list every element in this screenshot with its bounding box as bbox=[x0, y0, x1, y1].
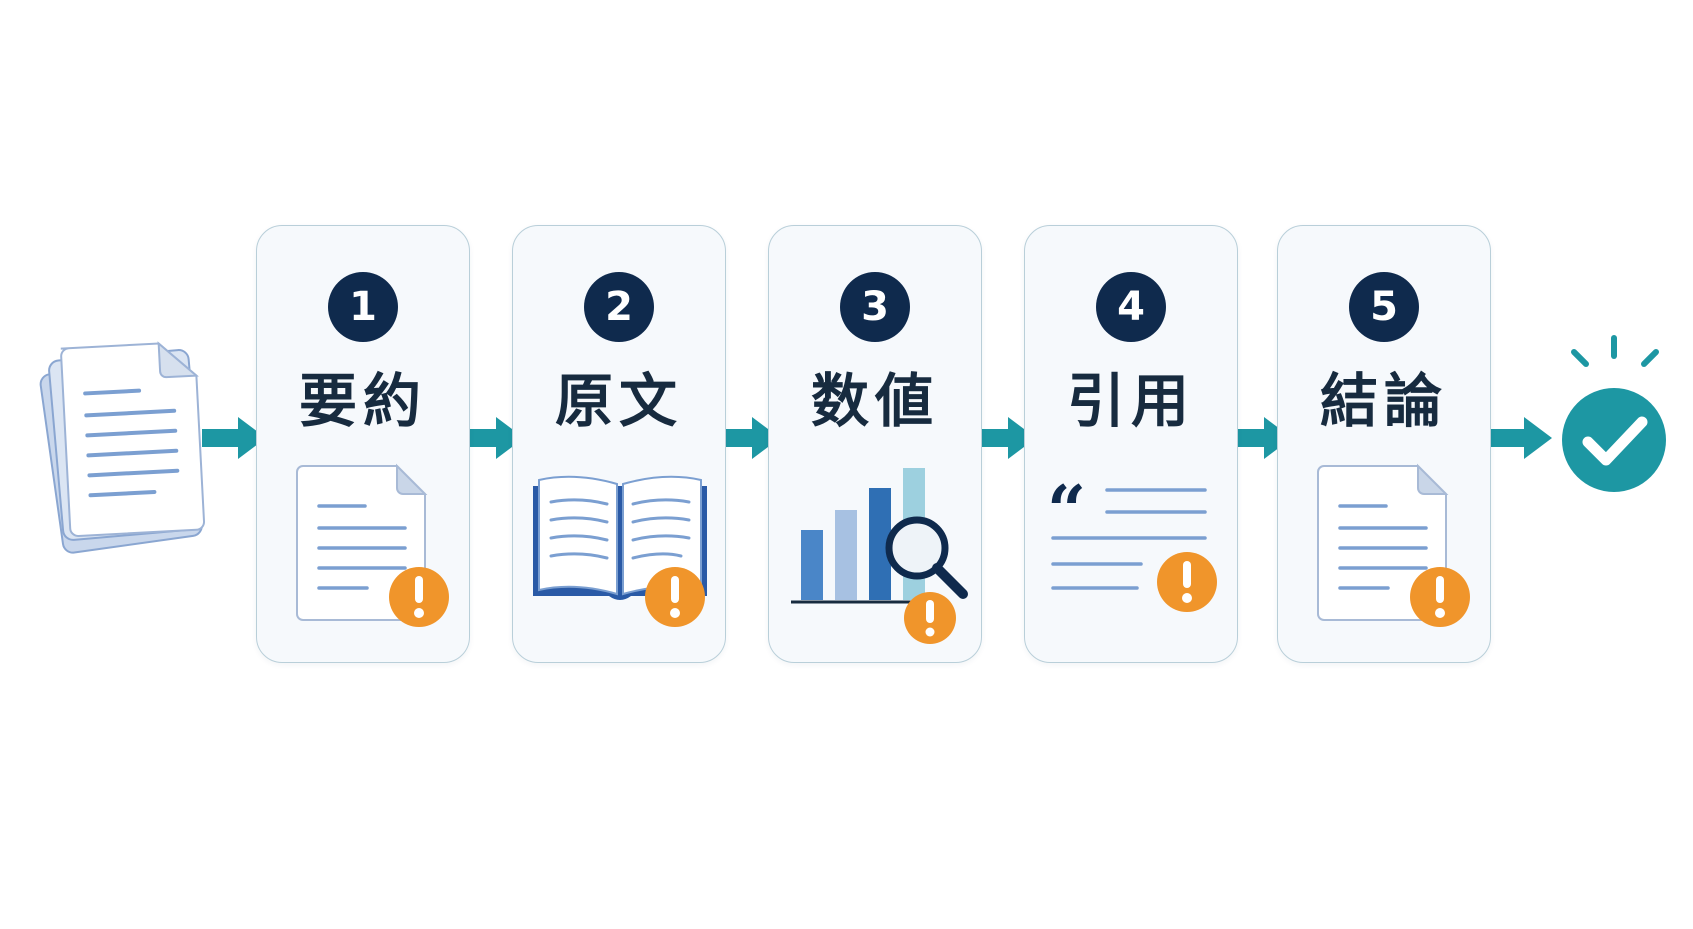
warning-exclamation-icon bbox=[1157, 552, 1217, 612]
step-label: 結論 bbox=[1319, 367, 1448, 435]
step-label: 原文 bbox=[554, 367, 683, 435]
arrow-right-icon bbox=[460, 417, 524, 459]
step-number-badge: 2 bbox=[584, 272, 654, 342]
step-label: 引用 bbox=[1066, 367, 1195, 435]
warning-exclamation-icon bbox=[1410, 567, 1470, 627]
document-stack-icon bbox=[39, 341, 206, 554]
document-icon bbox=[296, 463, 449, 627]
open-book-icon bbox=[533, 475, 707, 627]
step-number-badge: 5 bbox=[1349, 272, 1419, 342]
bar-chart-magnifier-icon bbox=[791, 468, 968, 644]
step-card-5: 5 結論 bbox=[1277, 225, 1491, 663]
step-label: 数値 bbox=[810, 367, 939, 435]
magnifier-icon bbox=[885, 516, 968, 599]
warning-exclamation-icon bbox=[645, 567, 705, 627]
arrow-right-icon bbox=[1228, 417, 1292, 459]
arrow-right-icon bbox=[202, 417, 266, 459]
step-card-1: 1 要約 bbox=[256, 225, 470, 663]
step-card-2: 2 原文 bbox=[512, 225, 726, 663]
document-icon bbox=[1317, 463, 1470, 627]
step-card-3: 3 数値 bbox=[768, 225, 982, 663]
step-card-4: 4 引用 “ bbox=[1024, 225, 1238, 663]
arrow-right-icon bbox=[972, 417, 1036, 459]
warning-exclamation-icon bbox=[904, 592, 956, 644]
arrow-right-icon bbox=[716, 417, 780, 459]
step-number-badge: 1 bbox=[328, 272, 398, 342]
check-circle-icon bbox=[1562, 335, 1666, 492]
warning-exclamation-icon bbox=[389, 567, 449, 627]
step-number-badge: 3 bbox=[840, 272, 910, 342]
arrow-right-icon bbox=[1488, 417, 1552, 459]
quote-text-icon: “ bbox=[1047, 471, 1217, 612]
step-number-badge: 4 bbox=[1096, 272, 1166, 342]
step-label: 要約 bbox=[298, 367, 427, 435]
